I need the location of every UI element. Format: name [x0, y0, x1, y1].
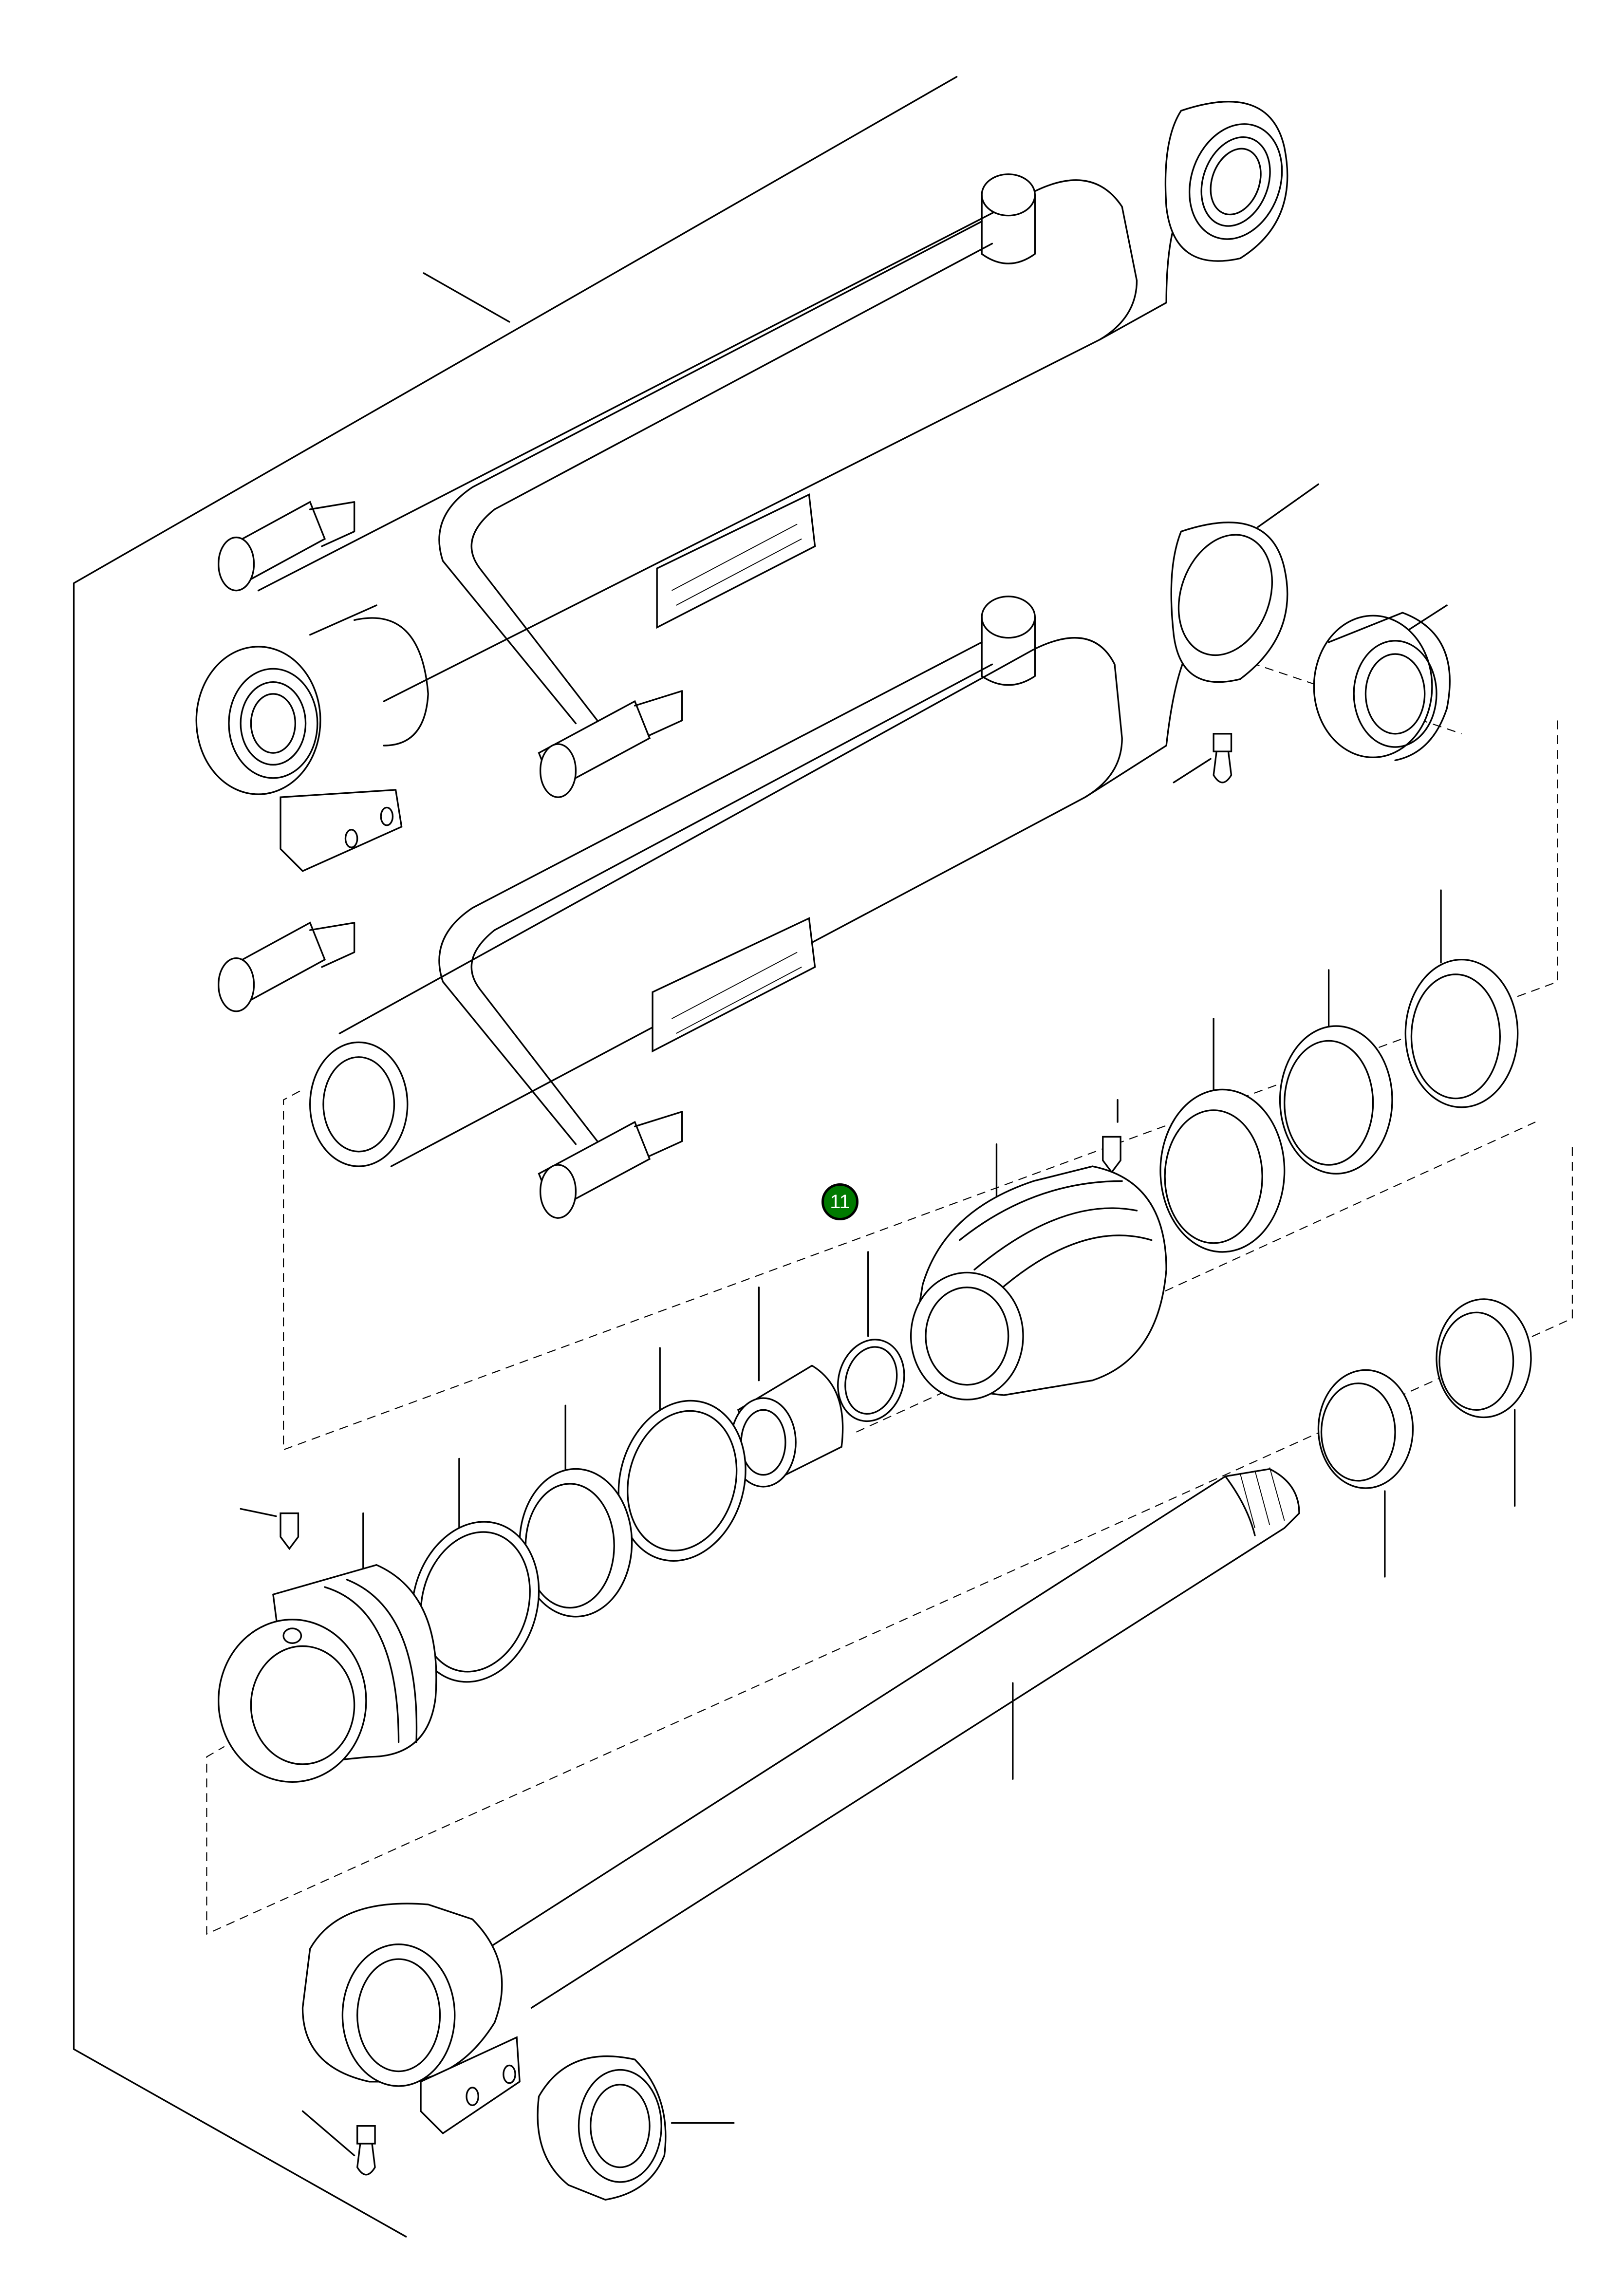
piston	[910, 1165, 1167, 1400]
piston-rod	[301, 1467, 1300, 2201]
leader-lines	[240, 272, 1516, 2157]
cylinder-barrel	[218, 522, 1288, 1219]
bushing-top-right	[1213, 612, 1451, 784]
seal-rings-upper	[1102, 958, 1519, 1253]
callout-badge-11[interactable]: 11	[821, 1183, 859, 1220]
frame-lines	[73, 75, 958, 2238]
small-rings-middle	[411, 1339, 905, 1683]
assembled-cylinder-top	[195, 101, 1288, 872]
rod-seal-rings	[1317, 1298, 1532, 1489]
gland-head	[218, 1512, 437, 1783]
